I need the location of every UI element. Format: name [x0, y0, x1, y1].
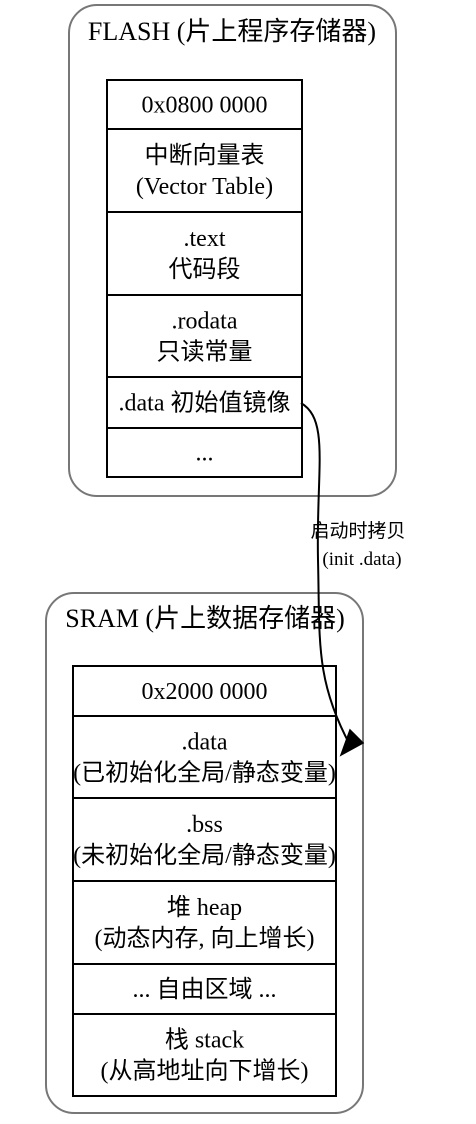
copy-edge-arrowhead — [339, 728, 365, 757]
flash-record: 0x0800 0000 中断向量表 (Vector Table) .text 代码段 .r… — [106, 79, 303, 478]
sram-cluster-border — [45, 592, 364, 1114]
flash-cell-3-line-0: .rodata — [172, 309, 238, 335]
sram-cell-3-line-0: 堆 heap — [167, 894, 242, 921]
copy-edge-line — [300, 402, 351, 746]
sram-record: 0x2000 0000 .data (已初始化全局/静态变量) .bss (未初始化全局… — [72, 665, 337, 1097]
flash-cell-3-line-1: 只读常量 — [157, 339, 253, 366]
flash-cell-4-line-0: .data 初始值镜像 — [119, 390, 291, 417]
flash-cluster: FLASH (片上程序存储器) 0x0800 0000 中断向量表 (Vector … — [68, 4, 397, 497]
sram-title: SRAM (片上数据存储器) — [65, 604, 345, 633]
flash-cell-2-line-0: .text — [184, 226, 226, 252]
flash-cell-1-line-0: 中断向量表 — [145, 142, 265, 169]
sram-cell-5-line-0: 栈 stack — [165, 1027, 244, 1054]
flash-title: FLASH (片上程序存储器) — [88, 17, 376, 46]
flash-cell-2-line-1: 代码段 — [169, 256, 241, 283]
sram-cell-1-line-0: .data — [182, 730, 228, 756]
sram-cell-2-line-1: (未初始化全局/静态变量) — [73, 842, 336, 869]
sram-cell-2-line-0: .bss — [186, 812, 223, 838]
flash-cell-1-line-1: (Vector Table) — [136, 174, 273, 200]
sram-cell-3-line-1: (动态内存, 向上增长) — [95, 925, 315, 952]
sram-cell-0-line-0: 0x2000 0000 — [142, 679, 268, 705]
flash-cell-5-line-0: ... — [196, 441, 214, 467]
flash-record-border — [106, 79, 303, 478]
copy-edge-label-line1: 启动时拷贝 — [310, 520, 405, 542]
sram-cell-4-line-0: ... 自由区域 ... — [133, 976, 277, 1003]
sram-cell-5-line-1: (从高地址向下增长) — [101, 1058, 309, 1085]
sram-cell-1-line-1: (已初始化全局/静态变量) — [73, 760, 336, 787]
copy-edge: 启动时拷贝 (init .data) — [300, 402, 406, 757]
flash-cluster-border — [68, 4, 397, 497]
sram-cluster: SRAM (片上数据存储器) 0x2000 0000 .data (已初始化全局/静… — [45, 592, 364, 1114]
copy-edge-label-line2: (init .data) — [322, 549, 401, 570]
flash-cell-0-line-0: 0x0800 0000 — [142, 93, 268, 119]
